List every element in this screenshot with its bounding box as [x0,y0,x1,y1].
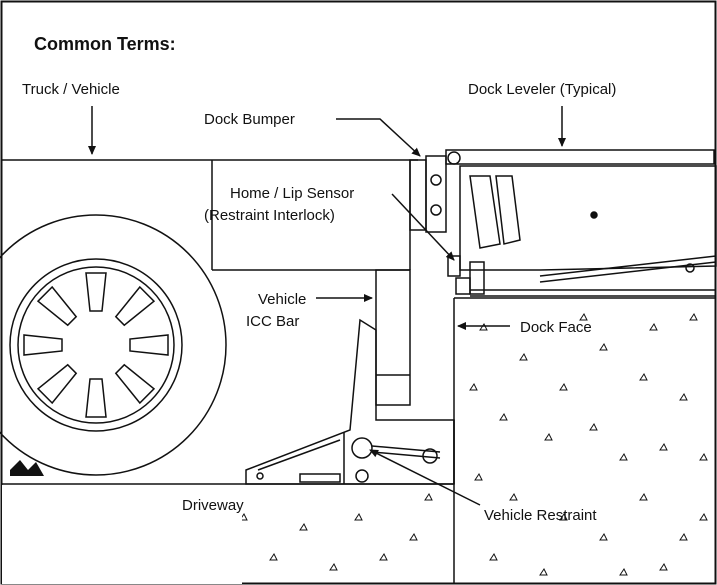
tire-mask [2,485,242,584]
label-dock-bumper: Dock Bumper [204,111,295,128]
truck-tire [0,214,227,476]
icc-bar [375,269,411,406]
label-icc-line1: Vehicle [258,291,306,308]
title: Common Terms: [34,34,176,54]
label-truck-vehicle: Truck / Vehicle [22,81,120,98]
tire-tread [10,460,44,476]
label-dock-leveler: Dock Leveler (Typical) [468,81,616,98]
leader-arrows [88,106,566,506]
label-icc-line2: ICC Bar [246,313,299,330]
arrow-bumper [336,118,421,157]
arrow-restraint [369,449,481,506]
lip-sensor [447,255,485,295]
label-driveway: Driveway [182,497,244,514]
label-vehicle-restraint: Vehicle Restraint [484,507,597,524]
label-lip-sensor-line2: (Restraint Interlock) [204,207,335,224]
label-dock-face: Dock Face [520,319,592,336]
dock-leveler [445,149,717,297]
arrow-sensor [391,193,455,261]
dock-bumper [409,155,447,233]
vehicle-restraint [245,318,455,485]
label-lip-sensor-line1: Home / Lip Sensor [230,185,354,202]
